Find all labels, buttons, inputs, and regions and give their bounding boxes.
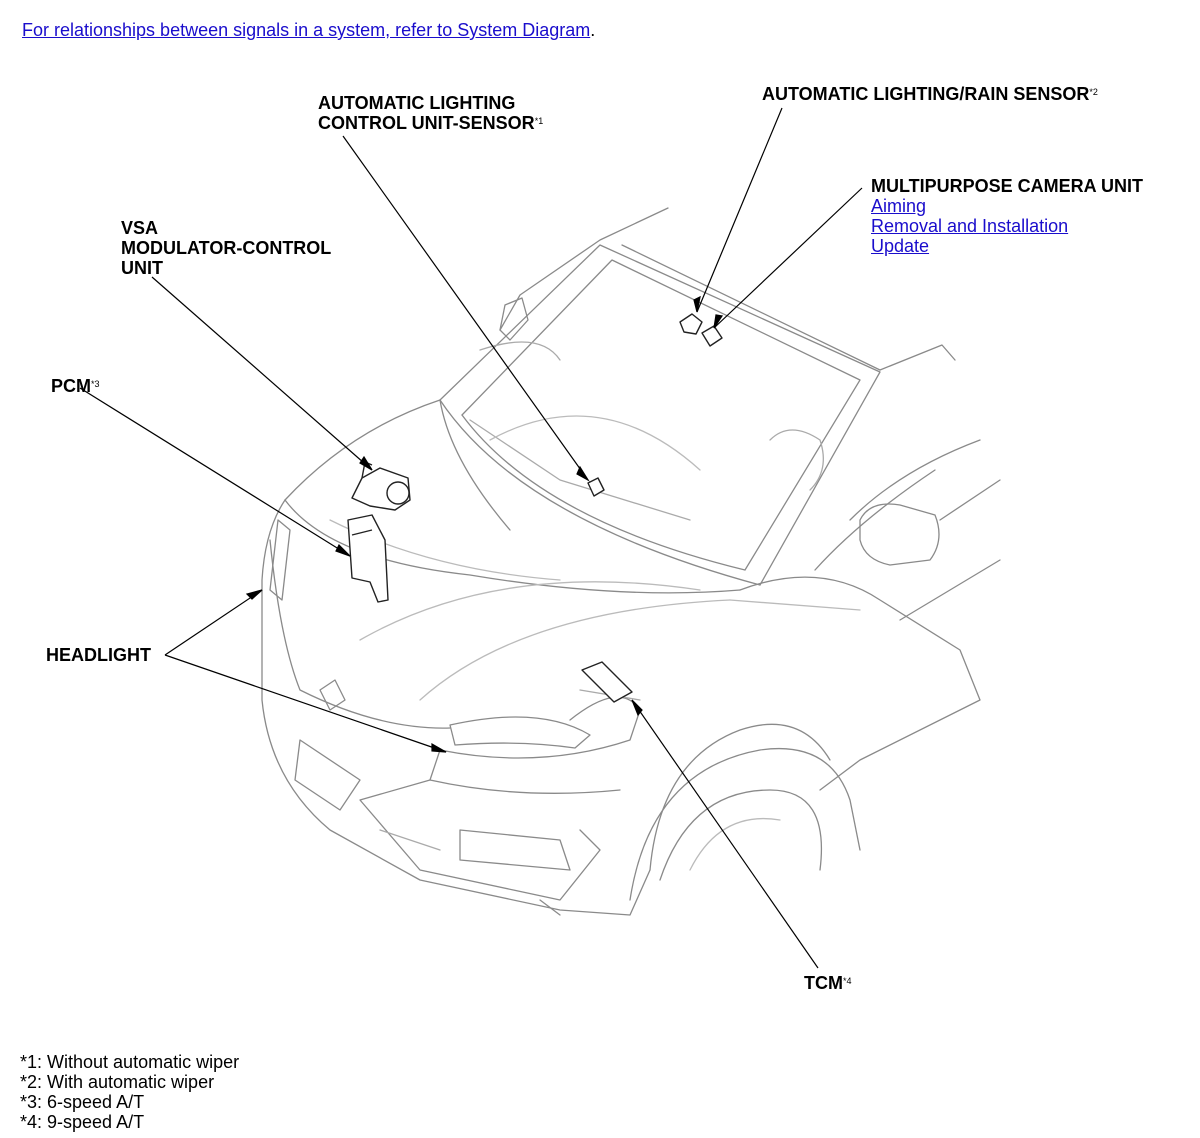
right-headlamp	[439, 696, 641, 759]
camera-aiming-link[interactable]: Aiming	[871, 196, 927, 216]
footnote-2: *2: With automatic wiper	[20, 1072, 215, 1092]
side-mirror	[859, 503, 940, 566]
leader-headlight-left	[164, 589, 263, 656]
front-wheel	[629, 747, 861, 901]
vsa-modulator-icon	[351, 461, 411, 511]
pcm-icon	[347, 514, 389, 603]
front-bumper	[261, 499, 651, 916]
vsa-line2: MODULATOR-CONTROL	[121, 238, 332, 258]
vsa-line1: VSA	[121, 218, 159, 238]
tcm-icon	[581, 661, 633, 703]
windshield	[439, 244, 881, 586]
headlight-text: HEADLIGHT	[46, 645, 151, 665]
label-headlight: HEADLIGHT	[46, 645, 151, 665]
als-line2: CONTROL UNIT-SENSOR	[318, 113, 535, 133]
footnote-4: *4: 9-speed A/T	[20, 1112, 145, 1132]
leader-als	[342, 135, 589, 481]
label-vsa: VSA MODULATOR-CONTROL UNIT	[121, 218, 331, 278]
camera-title: MULTIPURPOSE CAMERA UNIT	[871, 176, 1143, 196]
car-outline	[261, 207, 1001, 916]
als-note: *1	[534, 116, 544, 126]
camera-update-link[interactable]: Update	[871, 236, 930, 256]
label-als-unit: AUTOMATIC LIGHTING CONTROL UNIT-SENSOR*1	[318, 93, 543, 133]
pcm-text: PCM	[51, 376, 91, 396]
leader-vsa	[151, 276, 373, 471]
camera-removal-link[interactable]: Removal and Installation	[871, 216, 1069, 236]
als-line1: AUTOMATIC LIGHTING	[318, 93, 516, 113]
leader-pcm	[79, 387, 351, 557]
leader-camera	[713, 187, 863, 329]
rain-sensor-icon	[679, 313, 703, 335]
label-camera-unit: MULTIPURPOSE CAMERA UNIT Aiming Removal …	[871, 176, 1143, 256]
rain-sensor-note: *2	[1089, 87, 1098, 97]
leader-tcm	[631, 699, 819, 969]
rain-sensor-text: AUTOMATIC LIGHTING/RAIN SENSOR	[762, 84, 1090, 104]
label-tcm: TCM*4	[804, 973, 852, 993]
leader-lines	[79, 107, 863, 969]
als-sensor-icon	[587, 477, 605, 497]
footnote-1: *1: Without automatic wiper	[20, 1052, 240, 1072]
tcm-note: *4	[843, 976, 852, 986]
pcm-note: *3	[91, 379, 100, 389]
label-pcm: PCM*3	[51, 376, 100, 396]
footnotes: *1: Without automatic wiper *2: With aut…	[20, 1052, 239, 1132]
hood-front-edge	[284, 499, 741, 594]
tcm-text: TCM	[804, 973, 843, 993]
system-diagram-link[interactable]: For relationships between signals in a s…	[22, 20, 591, 40]
leader-rain	[696, 107, 783, 313]
vsa-line3: UNIT	[121, 258, 163, 278]
camera-unit-icon	[701, 325, 723, 347]
leader-headlight-right	[164, 654, 447, 753]
left-headlamp	[269, 519, 291, 601]
components	[347, 313, 723, 703]
system-diagram-reference: For relationships between signals in a s…	[22, 20, 595, 41]
footnote-3: *3: 6-speed A/T	[20, 1092, 145, 1112]
label-rain-sensor: AUTOMATIC LIGHTING/RAIN SENSOR*2	[762, 84, 1098, 104]
link-period: .	[590, 20, 596, 40]
